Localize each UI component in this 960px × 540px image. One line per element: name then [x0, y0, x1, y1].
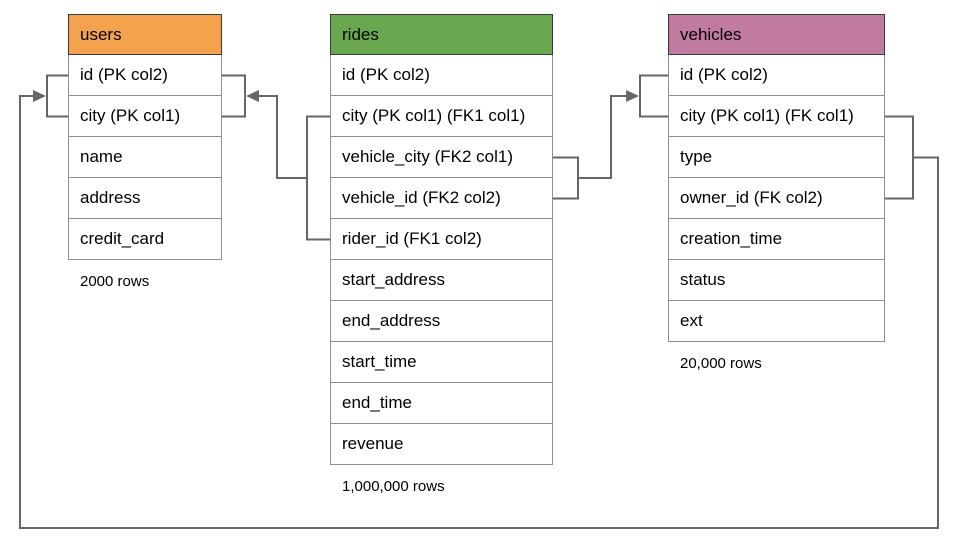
rides-to-vehicles-connector-line [578, 95, 635, 179]
rides-to-users-connector-line [250, 95, 307, 179]
table-row: id (PK col2) [330, 55, 553, 96]
table-row: ext [668, 301, 885, 342]
relationship-rides-to-vehicles [553, 74, 668, 200]
table-row: type [668, 137, 885, 178]
vehicles-table: vehicles id (PK col2) city (PK col1) (FK… [668, 14, 885, 372]
rides-right-bracket [553, 156, 579, 200]
arrowhead-left-icon [246, 90, 259, 102]
rides-left-bracket [306, 115, 330, 241]
rides-table-header: rides [330, 14, 553, 55]
users-right-bracket [222, 74, 246, 118]
arrowhead-right-icon [33, 90, 46, 102]
vehicles-table-header: vehicles [668, 14, 885, 55]
table-row: city (PK col1) (FK col1) [668, 96, 885, 137]
table-row: creation_time [668, 219, 885, 260]
table-row: end_address [330, 301, 553, 342]
vehicles-right-bracket [885, 115, 914, 200]
table-row: end_time [330, 383, 553, 424]
table-row: owner_id (FK col2) [668, 178, 885, 219]
arrowhead-right-icon [626, 90, 639, 102]
users-table: users id (PK col2) city (PK col1) name a… [68, 14, 222, 290]
table-row: status [668, 260, 885, 301]
table-row: credit_card [68, 219, 222, 260]
table-row: id (PK col2) [68, 55, 222, 96]
users-table-header: users [68, 14, 222, 55]
table-row: city (PK col1) [68, 96, 222, 137]
table-row: vehicle_city (FK2 col1) [330, 137, 553, 178]
table-row: city (PK col1) (FK1 col1) [330, 96, 553, 137]
table-row: start_time [330, 342, 553, 383]
users-left-bracket [46, 74, 68, 118]
table-row: id (PK col2) [668, 55, 885, 96]
table-row: revenue [330, 424, 553, 465]
users-row-count: 2000 rows [80, 273, 150, 290]
table-row: vehicle_id (FK2 col2) [330, 178, 553, 219]
rides-table: rides id (PK col2) city (PK col1) (FK1 c… [330, 14, 553, 495]
vehicles-row-count: 20,000 rows [680, 355, 762, 372]
table-row: name [68, 137, 222, 178]
table-row: start_address [330, 260, 553, 301]
rides-row-count: 1,000,000 rows [342, 478, 445, 495]
table-row: rider_id (FK1 col2) [330, 219, 553, 260]
table-row: address [68, 178, 222, 219]
relationship-rides-to-users [222, 74, 330, 241]
vehicles-left-bracket [639, 74, 668, 118]
